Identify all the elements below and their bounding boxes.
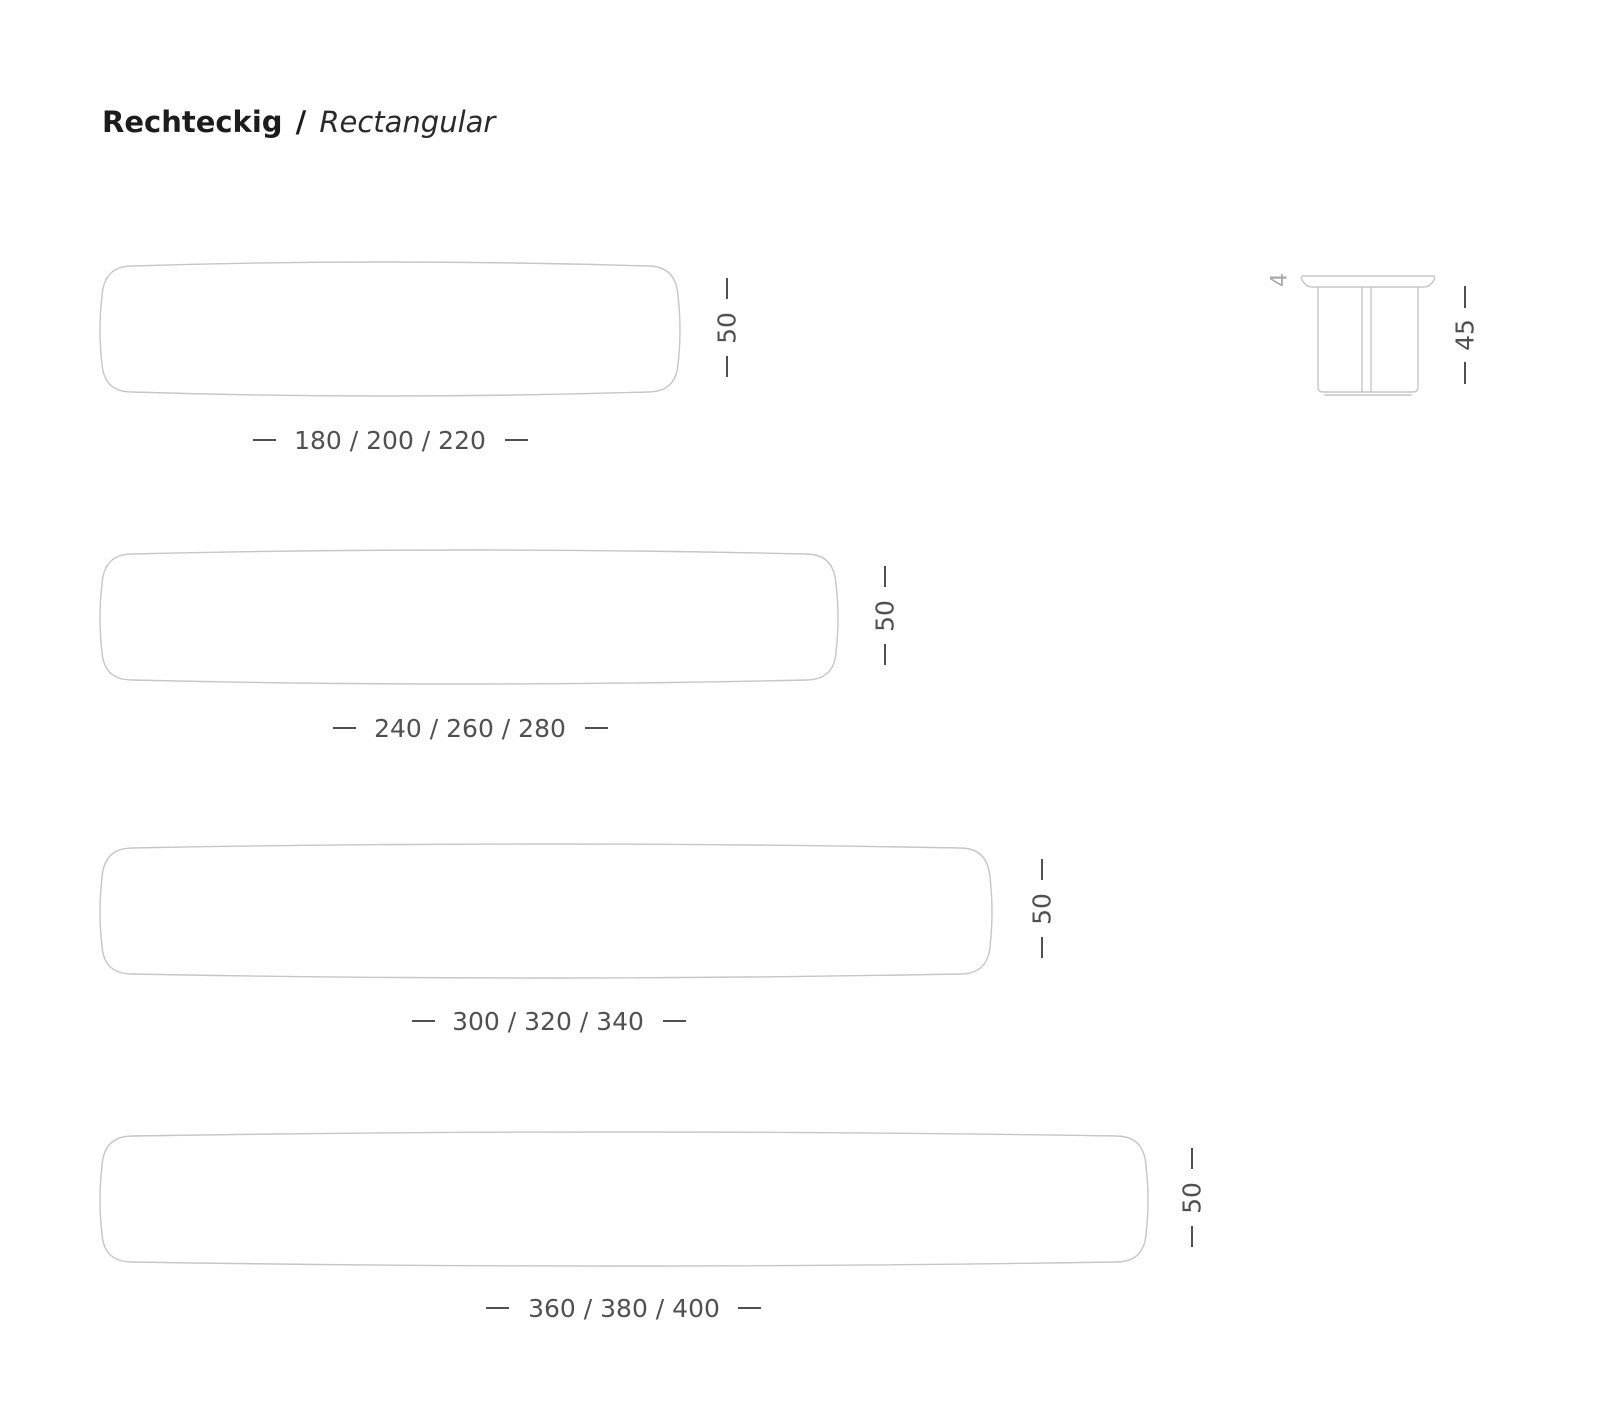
depth-label: 50	[871, 600, 900, 632]
table-outline	[99, 549, 839, 685]
length-dimension: 360 / 380 / 400	[486, 1294, 761, 1323]
tabletop-side	[1300, 275, 1436, 288]
length-label: 300 / 320 / 340	[452, 1007, 644, 1036]
depth-dimension: 50	[871, 566, 900, 665]
table-outline	[99, 1131, 1149, 1267]
table-plan-1: 50 180 / 200 / 220	[99, 261, 742, 455]
table-outline	[99, 843, 993, 979]
table-base-side	[1317, 287, 1419, 393]
length-dimension: 240 / 260 / 280	[333, 714, 608, 743]
height-dimension: 45	[1451, 286, 1480, 384]
depth-label: 50	[713, 312, 742, 344]
side-view: 4 45	[1268, 273, 1480, 396]
title-german: Rechteckig	[102, 105, 283, 139]
title-separator: /	[296, 105, 307, 139]
table-plan-3: 50 300 / 320 / 340	[99, 843, 1057, 1036]
table-outline	[99, 261, 681, 397]
length-dimension: 180 / 200 / 220	[253, 426, 528, 455]
length-label: 180 / 200 / 220	[294, 426, 486, 455]
table-plan-4: 50 360 / 380 / 400	[99, 1131, 1207, 1323]
depth-dimension: 50	[1028, 859, 1057, 958]
length-label: 240 / 260 / 280	[374, 714, 566, 743]
depth-label: 50	[1028, 893, 1057, 925]
length-dimension: 300 / 320 / 340	[412, 1007, 686, 1036]
title-english: Rectangular	[319, 105, 497, 139]
page-title: Rechteckig / Rectangular	[102, 105, 497, 139]
depth-label: 50	[1178, 1182, 1207, 1214]
length-label: 360 / 380 / 400	[528, 1294, 720, 1323]
table-plan-2: 50 240 / 260 / 280	[99, 549, 900, 743]
top-thickness-label: 4	[1268, 273, 1293, 287]
height-label: 45	[1451, 319, 1480, 351]
depth-dimension: 50	[713, 278, 742, 377]
depth-dimension: 50	[1178, 1148, 1207, 1247]
